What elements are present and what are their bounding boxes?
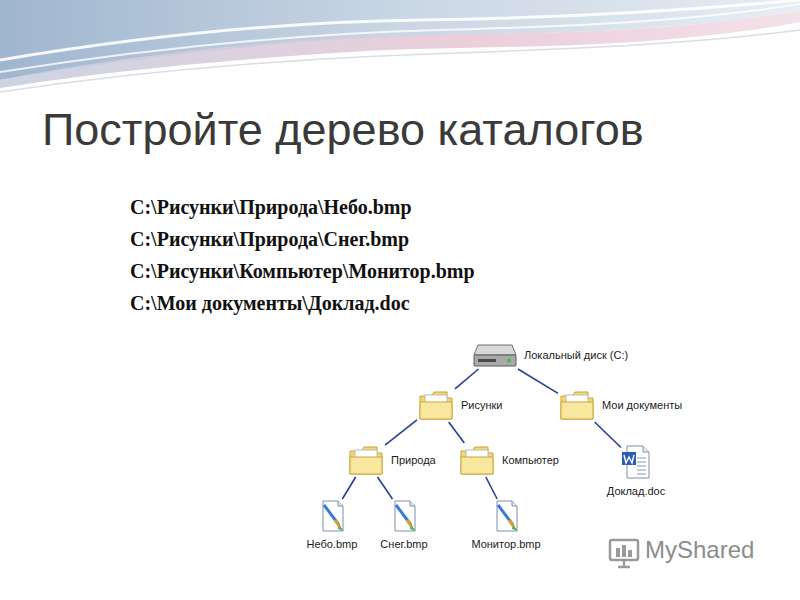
tree-link (595, 422, 621, 448)
folder-icon (558, 388, 596, 422)
folder-icon (347, 443, 385, 477)
bmp-icon (492, 499, 520, 533)
folder-icon (458, 443, 496, 477)
item-label: Доклад.doc (605, 484, 667, 498)
header-stroke (0, 4, 800, 72)
item-label: Природа (389, 453, 438, 467)
item-label: Снег.bmp (378, 537, 429, 551)
watermark: MyShared (645, 536, 754, 564)
item-label: Небо.bmp (305, 537, 360, 551)
folder-icon (417, 388, 455, 422)
folder-node: Мои документы (558, 388, 684, 422)
file-path: C:\Мои документы\Доклад.doc (130, 292, 410, 315)
item-label: Компьютер (500, 453, 561, 467)
folder-node: Рисунки (417, 388, 505, 422)
item-label: Рисунки (459, 398, 505, 412)
file-path: C:\Рисунки\Природа\Снег.bmp (130, 228, 409, 251)
tree-link (385, 420, 417, 445)
drive-node: Локальный диск (C:) (472, 341, 630, 369)
item-label: Локальный диск (C:) (522, 348, 630, 362)
item-label: Мои документы (600, 398, 684, 412)
tree-link (449, 422, 465, 443)
file-path: C:\Рисунки\Компьютер\Монитор.bmp (130, 260, 475, 283)
header-stroke (0, 30, 800, 92)
folder-node: Природа (347, 443, 438, 477)
slide-title: Постройте дерево каталогов (42, 104, 644, 156)
file-node: Небо.bmp (305, 499, 360, 551)
tree-link (486, 477, 497, 499)
file-node: Снег.bmp (378, 499, 429, 551)
doc-icon (621, 444, 651, 480)
disk-icon (472, 341, 518, 369)
tree-link (342, 477, 355, 499)
file-node: Монитор.bmp (469, 499, 542, 551)
tree-link (518, 369, 558, 393)
tree-link (378, 477, 393, 499)
bmp-icon (318, 499, 346, 533)
file-path: C:\Рисунки\Природа\Небо.bmp (130, 196, 412, 219)
header-stroke (0, 0, 800, 60)
item-label: Монитор.bmp (469, 537, 542, 551)
watermark-icon (610, 540, 638, 567)
folder-node: Компьютер (458, 443, 561, 477)
tree-link (455, 369, 478, 389)
bmp-icon (390, 499, 418, 533)
file-node: Доклад.doc (605, 444, 667, 498)
